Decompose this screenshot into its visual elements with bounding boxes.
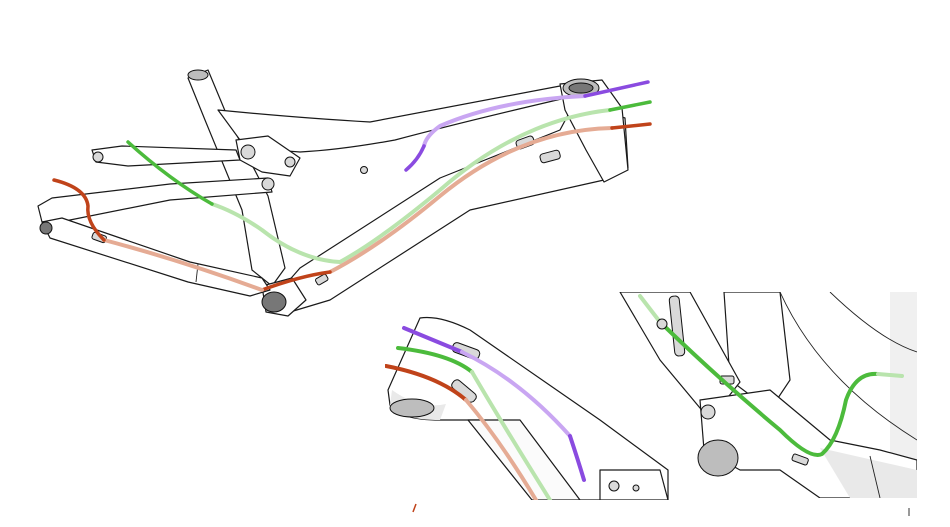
seat-stay-upper [92, 146, 240, 166]
bottom-bracket-opening [262, 292, 286, 312]
detail-small-bolt [633, 485, 639, 491]
seat-tube-opening [188, 70, 208, 80]
detail-bb-opening [698, 440, 738, 476]
rear-axle-dropout [40, 222, 52, 234]
detail-bb-pivot [701, 405, 715, 419]
detail-green-end [878, 374, 902, 376]
detail-head-tube-opening [390, 399, 434, 417]
red-mark [413, 504, 416, 512]
head-tube-bearing [569, 83, 593, 93]
detail-bolt [609, 481, 619, 491]
full-frame-view [38, 70, 650, 316]
chain-stay [42, 218, 270, 296]
headtube-detail-view [386, 318, 668, 501]
linkage-pivot [262, 178, 274, 190]
purple-cable-seat-exit [406, 146, 424, 170]
rocker-shock-bolt [285, 157, 295, 167]
top-tube-bolt [361, 167, 368, 174]
red-cable-chainstay-internal [104, 240, 262, 290]
detail-green-port [657, 319, 667, 329]
rocker-pivot-bolt [241, 145, 255, 159]
dropout-bolt-upper [93, 152, 103, 162]
